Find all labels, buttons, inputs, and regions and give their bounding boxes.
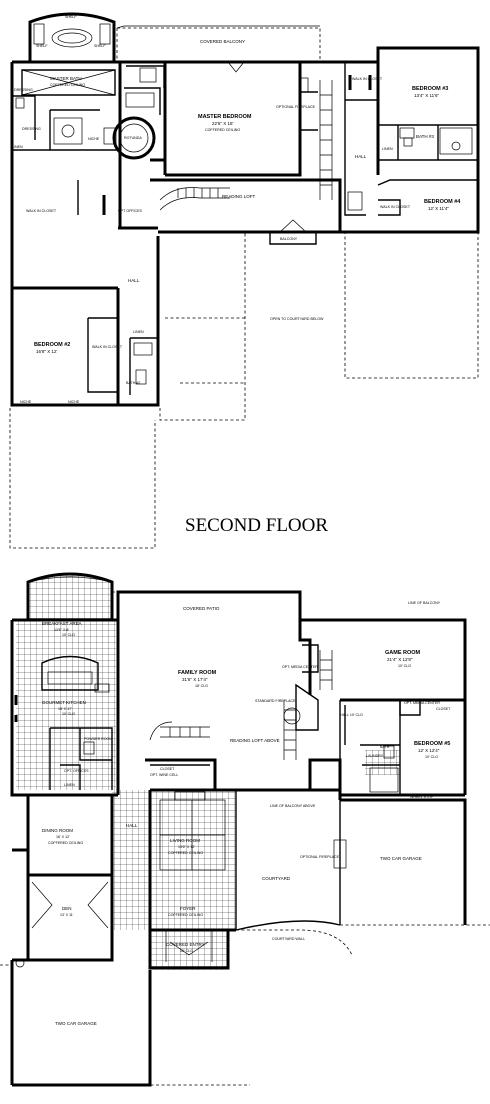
gourmet-kitchen-dims: 18' X 17' [58, 707, 72, 711]
covered-entry-label: COVERED ENTRY [166, 942, 205, 947]
second-floor-labels: SHELF SHELF SHELF COVERED BALCONY MASTER… [12, 15, 461, 404]
dining-room-note: COFFERED CEILING [48, 841, 83, 845]
bedroom-3-label: BEDROOM #3 [412, 86, 448, 92]
optional-fireplace-label: OPTIONAL FIREPLACE [300, 855, 340, 859]
closet-label: CLOSET [160, 767, 175, 771]
shelf-label-right: SHELF [94, 44, 106, 48]
dining-room-label: DINING ROOM [42, 828, 73, 833]
niche-label-1: NICHE [88, 137, 100, 141]
bedroom-5-dims: 12' X 12'4" [418, 748, 440, 753]
breakfast-area-dims: 13'6" X 8' [54, 628, 69, 632]
open-below-label: OPEN TO COURTYARD BELOW [270, 317, 324, 321]
gourmet-kitchen-note: 10' CLG [62, 712, 75, 716]
walk-in-closet-label: WALK IN CLOSET [26, 209, 57, 213]
two-car-garage-left-label: TWO CAR GARAGE [55, 1021, 97, 1026]
linen-label-2: LINEN [133, 330, 144, 334]
bedroom-2-dims: 16'8" X 12' [36, 349, 57, 354]
family-room-dims: 31'6" X 17'4" [182, 677, 208, 682]
family-room-note: 18' CLG [195, 684, 208, 688]
family-room-label: FAMILY ROOM [178, 670, 217, 676]
den-label: DEN [62, 906, 72, 911]
first-floor-labels: COVERED PATIO BREAKFAST AREA 13'6" X 8' … [42, 601, 451, 1026]
dining-room-dims: 16' X 12' [56, 835, 70, 839]
opt-media-label: OPT. MEDIA CENTER [282, 665, 318, 669]
covered-patio-label: COVERED PATIO [183, 606, 220, 611]
niche-label-2: NICHE [20, 400, 32, 404]
master-bedroom-note: COFFERED CEILING [205, 128, 240, 132]
walk-in-closet-4-label: WALK IN CLOSET [380, 205, 411, 209]
master-bedroom-dims: 22'6" X 18' [212, 121, 233, 126]
two-car-garage-right-label: TWO CAR GARAGE [380, 856, 422, 861]
master-bedroom-label: MASTER BEDROOM [198, 114, 252, 120]
hall-label-2: HALL [355, 154, 367, 159]
shelf-label-left: SHELF [36, 44, 48, 48]
closet-2-label: CLOSET [436, 707, 451, 711]
gourmet-kitchen-label: GOURMET KITCHEN [42, 700, 86, 705]
linen-label-1: LINEN [12, 145, 23, 149]
foyer-label: FOYER [180, 906, 196, 911]
opt-wine-cell-label: OPT. WINE CELL [150, 773, 178, 777]
shelf-label-top: SHELF [65, 15, 77, 19]
covered-entry-note: 10' CLG [180, 949, 193, 953]
living-room-dims: 13'6" X 12' [178, 845, 195, 849]
hall-label-1: HALL [128, 278, 140, 283]
covered-balcony-label: COVERED BALCONY [200, 39, 245, 44]
bedroom-5-note: 10' CLG [425, 755, 438, 759]
breakfast-area-note: 10' CLG [62, 633, 75, 637]
opt-offices-label: OPT. OFFICES [64, 769, 89, 773]
hall-clg-label: HALL 10' CLG [340, 713, 363, 717]
breakfast-area-label: BREAKFAST AREA [42, 621, 82, 626]
walk-in-closet-3-label: WALK IN CLOSET [352, 77, 383, 81]
master-bath-label: MASTER BATH [50, 76, 82, 81]
bedroom-4-dims: 12' X 11'4" [428, 206, 449, 211]
opt-media-2-label: OPT. MEDIA CENTER [404, 701, 440, 705]
balcony-label: BALCONY [280, 237, 298, 241]
bath-2-label: BATH #2 [126, 381, 140, 385]
reading-loft-above-label: READING LOFT ABOVE [230, 738, 280, 743]
wheel-stop-label: WHEEL STOP [410, 795, 434, 799]
linen-label: LINEN [64, 783, 75, 787]
hall-label: HALL [126, 823, 138, 828]
bedroom-4-label: BEDROOM #4 [424, 199, 461, 205]
loft-stair-treads [177, 188, 219, 198]
bedroom-2-label: BEDROOM #2 [34, 342, 70, 348]
dressing-label-1: DRESSING [14, 88, 33, 92]
standard-fireplace-label: STANDARD FIREPLACE [255, 699, 296, 703]
optional-fireplace-label: OPTIONAL FIREPLACE [276, 105, 316, 109]
niche-label-3: NICHE [68, 400, 80, 404]
foyer-note: COFFERED CEILING [168, 913, 203, 917]
game-room-label: GAME ROOM [385, 650, 421, 656]
line-of-balcony-label: LINE OF BALCONY [408, 601, 441, 605]
walk-in-closet-2-label: WALK IN CLOSET [92, 345, 123, 349]
courtyard-label: COURTYARD [262, 876, 291, 881]
master-bath-note: COFFERED CEILING [50, 83, 85, 87]
game-room-dims: 21'4" X 12'8" [387, 657, 413, 662]
bedroom-5-label: BEDROOM #5 [414, 741, 450, 747]
floor-title: SECOND FLOOR [185, 515, 328, 536]
second-floor-plan [9, 12, 480, 549]
line-of-balcony-above-label: LINE OF BALCONY ABOVE [270, 804, 316, 808]
reading-loft-label: READING LOFT [222, 194, 256, 199]
bath-3-label: BATH #3 [416, 134, 434, 139]
living-room-note: COFFERED CEILING [168, 851, 203, 855]
rotunda-label: ROTUNDA [124, 136, 142, 140]
opt-offices-label: OPT OFFICES [118, 209, 142, 213]
dressing-label-2: DRESSING [22, 127, 41, 131]
linen-label-3: LINEN [382, 147, 393, 151]
first-floor-plan [0, 572, 490, 1087]
den-dims: 13' X 11' [60, 913, 74, 917]
living-room-label: LIVING ROOM [170, 838, 200, 843]
game-room-note: 10' CLG [398, 664, 411, 668]
bedroom-3-dims: 13'4" X 11'6" [414, 93, 439, 98]
bath-label: BATH [380, 745, 390, 749]
powder-room-label: POWDER ROOM [84, 737, 112, 741]
courtyard-wall-label: COURTYARD WALL [272, 937, 305, 941]
laundry-label: LAUNDRY [366, 754, 384, 758]
